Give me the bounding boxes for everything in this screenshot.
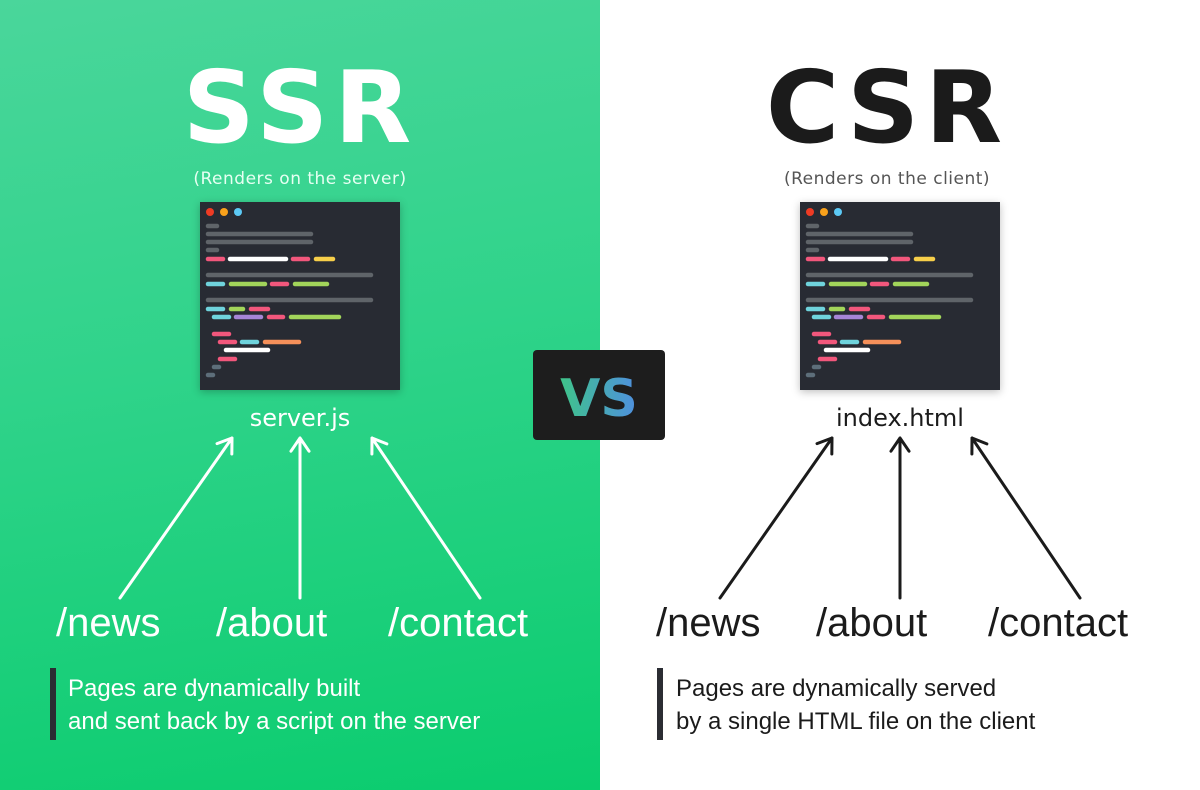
ssr-arrows [0, 0, 600, 790]
window-dot [806, 208, 814, 216]
csr-panel: CSR (Renders on the client) index.html /… [600, 0, 1200, 790]
ssr-file-name: server.js [249, 404, 351, 432]
code-window-icon [200, 202, 400, 390]
vs-logo: VS [533, 350, 665, 440]
ssr-route-about: /about [216, 601, 328, 645]
ssr-route-contact: /contact [388, 601, 529, 645]
window-dot [834, 208, 842, 216]
csr-file-name: index.html [836, 404, 964, 432]
arrow-icon [118, 436, 234, 600]
csr-subtitle: (Renders on the client) [783, 169, 991, 189]
caption-line: and sent back by a script on the server [68, 708, 481, 735]
arrow-icon [970, 436, 1082, 600]
csr-caption: Pages are dynamically served by a single… [676, 672, 1035, 738]
window-dot [820, 208, 828, 216]
ssr-subtitle: (Renders on the server) [193, 169, 407, 189]
vs-logo-text: VS [560, 369, 638, 429]
caption-line: by a single HTML file on the client [676, 708, 1036, 735]
csr-route-contact: /contact [988, 601, 1129, 645]
window-dot [206, 208, 214, 216]
arrow-icon [289, 436, 311, 600]
window-dot [234, 208, 242, 216]
window-dot [220, 208, 228, 216]
ssr-caption: Pages are dynamically built and sent bac… [68, 672, 480, 738]
csr-route-news: /news [656, 601, 761, 645]
arrow-icon [370, 436, 482, 600]
caption-line: Pages are dynamically built [68, 675, 361, 702]
ssr-route-news: /news [56, 601, 161, 645]
caption-bar [50, 668, 56, 740]
ssr-title: SSR [182, 58, 418, 158]
arrow-icon [889, 436, 911, 600]
arrow-icon [718, 436, 834, 600]
caption-line: Pages are dynamically served [676, 675, 997, 702]
csr-route-about: /about [816, 601, 928, 645]
ssr-panel: SSR (Renders on the server) server.js /n… [0, 0, 600, 790]
caption-bar [657, 668, 663, 740]
csr-arrows [718, 436, 1082, 600]
csr-title: CSR [765, 58, 1009, 158]
code-window-icon [800, 202, 1000, 390]
